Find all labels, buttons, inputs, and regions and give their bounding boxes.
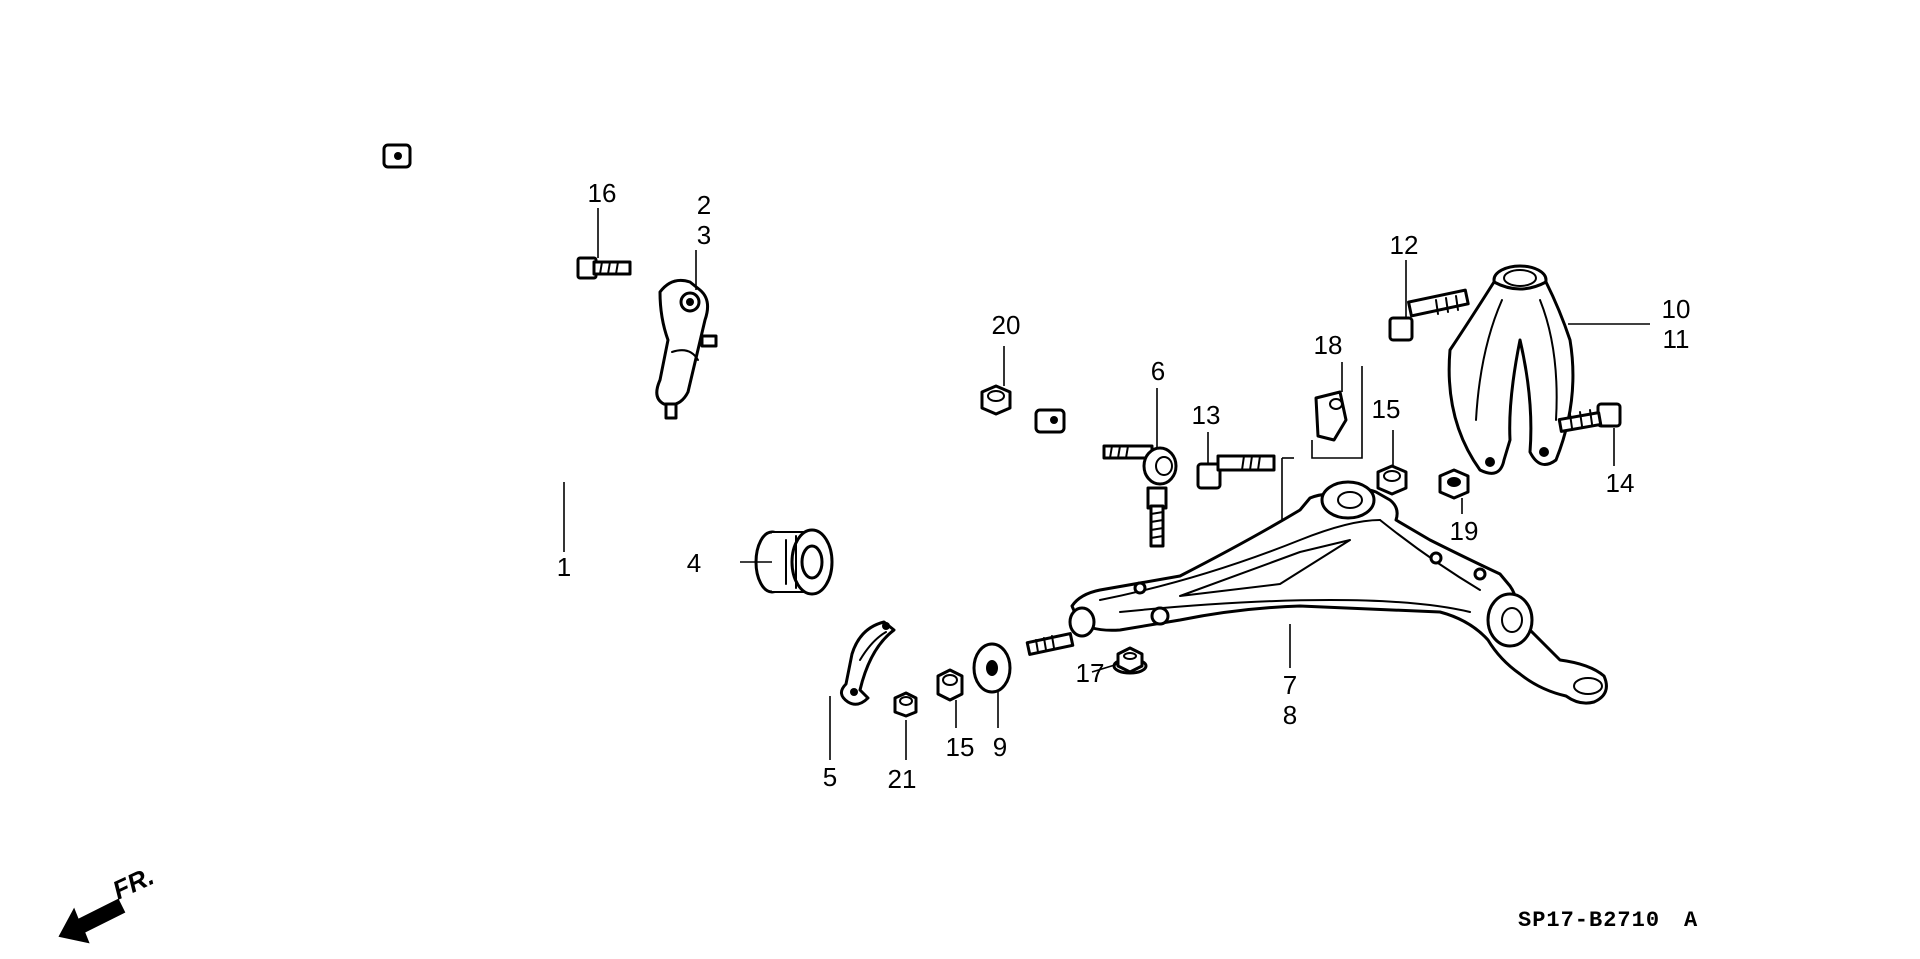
callout-2: 2 bbox=[697, 190, 711, 220]
stabilizer-bar bbox=[346, 143, 1066, 512]
self-locking-nut-15-lower bbox=[936, 668, 964, 702]
callout-13: 13 bbox=[1192, 400, 1221, 430]
diagram-code-suffix: A bbox=[1684, 908, 1698, 933]
callout-1: 1 bbox=[557, 552, 571, 582]
callout-11: 11 bbox=[1663, 324, 1690, 354]
callout-21: 21 bbox=[888, 764, 917, 794]
damper-fork bbox=[1447, 264, 1575, 475]
callout-numbers: 1 2 3 4 5 6 7 8 9 10 11 12 13 14 15 15 1… bbox=[557, 178, 1691, 794]
flange-bolt-14 bbox=[1557, 402, 1622, 433]
lower-arm bbox=[1025, 480, 1608, 705]
callout-15-upper: 15 bbox=[1372, 394, 1401, 424]
callout-3: 3 bbox=[697, 220, 711, 250]
nut-20 bbox=[980, 384, 1012, 416]
callout-10: 10 bbox=[1662, 294, 1691, 324]
nut-19 bbox=[1438, 468, 1470, 500]
callout-18: 18 bbox=[1314, 330, 1343, 360]
flange-bolt-13 bbox=[1196, 454, 1276, 490]
nut-21 bbox=[893, 691, 918, 718]
stabilizer-joint bbox=[1102, 444, 1178, 548]
flange-nut-17 bbox=[1112, 646, 1148, 675]
front-arrow-icon bbox=[58, 898, 126, 944]
callout-6: 6 bbox=[1151, 356, 1165, 386]
callout-4: 4 bbox=[687, 548, 701, 578]
leader-lines bbox=[563, 208, 1650, 760]
bushing-holder bbox=[840, 620, 896, 706]
stabilizer-holder-bracket bbox=[655, 278, 718, 420]
flange-bolt-16 bbox=[576, 256, 632, 280]
washer-9 bbox=[972, 642, 1012, 694]
front-direction-indicator: FR. bbox=[58, 861, 159, 944]
callout-7: 7 bbox=[1283, 670, 1297, 700]
callout-19: 19 bbox=[1450, 516, 1479, 546]
clip-18 bbox=[1314, 390, 1348, 442]
callout-12: 12 bbox=[1390, 230, 1419, 260]
callout-5: 5 bbox=[823, 762, 837, 792]
diagram-code-text: SP17-B2710 bbox=[1518, 908, 1660, 933]
callout-8: 8 bbox=[1283, 700, 1297, 730]
front-label: FR. bbox=[108, 861, 159, 906]
callout-16: 16 bbox=[588, 178, 617, 208]
callout-17: 17 bbox=[1076, 658, 1105, 688]
self-locking-nut-15-upper bbox=[1376, 464, 1408, 496]
diagram-code: SP17-B2710 A bbox=[1518, 908, 1698, 933]
callout-20: 20 bbox=[992, 310, 1021, 340]
callout-9: 9 bbox=[993, 732, 1007, 762]
bolt-12 bbox=[1388, 288, 1470, 342]
callout-14: 14 bbox=[1606, 468, 1635, 498]
callout-15-lower: 15 bbox=[946, 732, 975, 762]
